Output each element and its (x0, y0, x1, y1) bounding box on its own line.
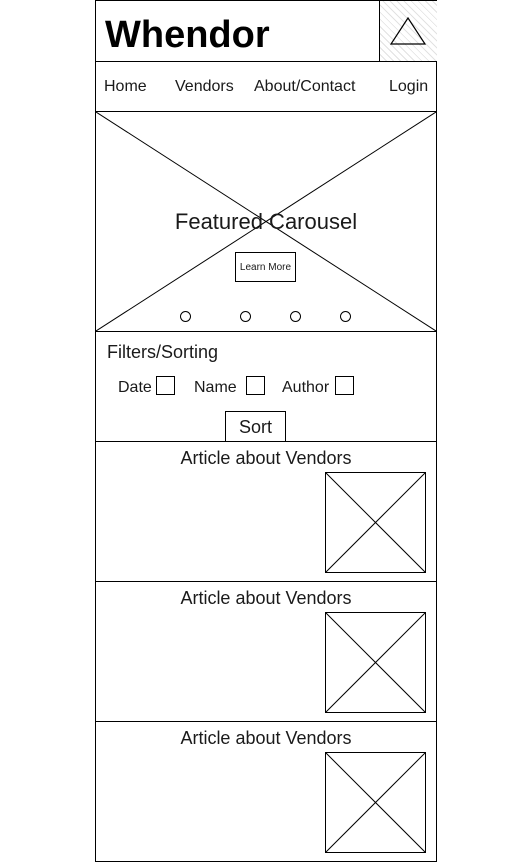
carousel-divider (96, 331, 436, 332)
nav-vendors-link[interactable]: Vendors (175, 78, 234, 95)
filter-name-checkbox[interactable] (246, 376, 265, 395)
featured-carousel[interactable]: Featured Carousel Learn More (96, 112, 436, 331)
carousel-dot-4[interactable] (340, 311, 351, 322)
filters-title: Filters/Sorting (107, 342, 219, 362)
article-title: Article about Vendors (180, 728, 352, 748)
filter-date-label: Date (118, 379, 152, 396)
carousel-title: Featured Carousel (174, 209, 358, 234)
phone-frame: Whendor Home Vendors About/Contact Login… (95, 0, 437, 862)
article-divider (96, 581, 436, 582)
article-title: Article about Vendors (180, 448, 352, 468)
image-placeholder-icon (325, 472, 426, 573)
filter-date-checkbox[interactable] (156, 376, 175, 395)
filter-name-label: Name (194, 379, 237, 396)
article-card[interactable]: Article about Vendors (96, 582, 436, 722)
article-divider (96, 721, 436, 722)
image-placeholder-icon (96, 112, 436, 331)
nav-home-link[interactable]: Home (104, 78, 147, 95)
filter-author-checkbox[interactable] (335, 376, 354, 395)
nav-about-contact-link[interactable]: About/Contact (254, 78, 356, 95)
sort-button[interactable]: Sort (225, 411, 286, 441)
learn-more-label: Learn More (239, 261, 292, 273)
header-divider (96, 61, 436, 62)
triangle-icon (389, 16, 427, 45)
brand-title: Whendor (105, 14, 270, 56)
image-placeholder-icon (325, 752, 426, 853)
filters-divider (96, 441, 436, 442)
carousel-dot-3[interactable] (290, 311, 301, 322)
carousel-dot-1[interactable] (180, 311, 191, 322)
carousel-dot-2[interactable] (240, 311, 251, 322)
filter-author-label: Author (282, 379, 330, 396)
logo-area[interactable] (379, 1, 437, 61)
nav-login-link[interactable]: Login (389, 78, 429, 95)
learn-more-button[interactable]: Learn More (235, 252, 296, 282)
nav-divider (96, 111, 436, 112)
article-card[interactable]: Article about Vendors (96, 722, 436, 862)
article-card[interactable]: Article about Vendors (96, 442, 436, 582)
image-placeholder-icon (325, 612, 426, 713)
article-title: Article about Vendors (180, 588, 352, 608)
